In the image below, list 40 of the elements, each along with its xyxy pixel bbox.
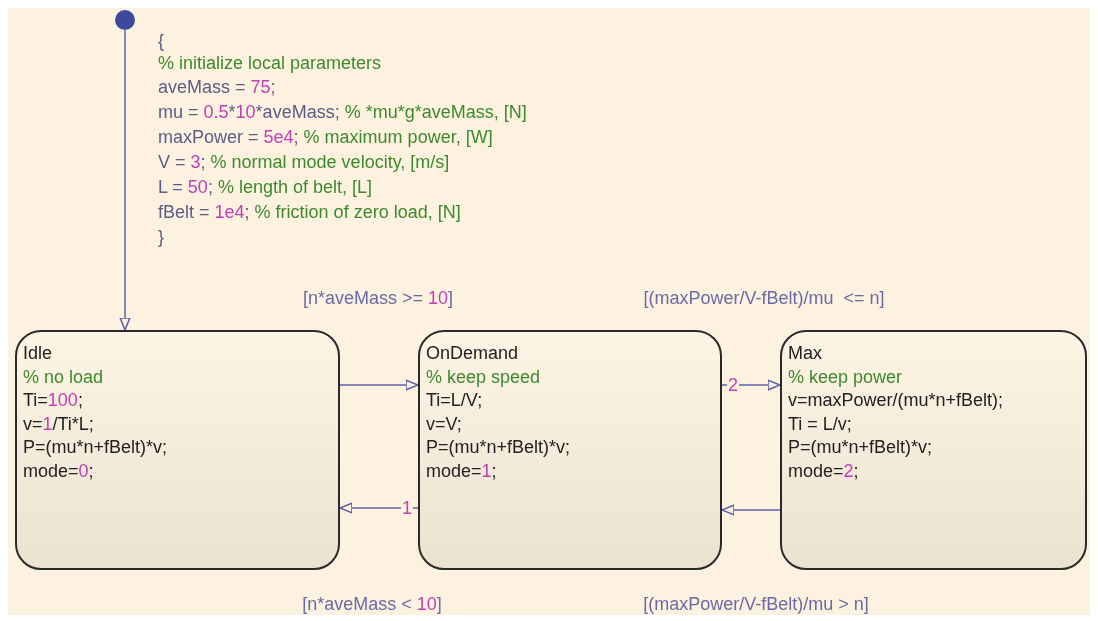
transition-arrow [721,504,781,516]
state-action: P=(mu*n+fBelt)*v; [23,436,169,459]
action-code-line: V = 3; % normal mode velocity, [m/s] [158,151,450,173]
action-code-line: fBelt = 1e4; % friction of zero load, [N] [158,201,461,223]
state-action: v=V; [426,412,463,436]
state-action: P=(mu*n+fBelt)*v; [426,436,572,459]
transition-condition: [n*aveMass >= 10] [302,287,454,309]
transition-arrow [339,502,419,514]
action-code-line: maxPower = 5e4; % maximum power, [W] [158,126,493,148]
state-action: mode=1; [426,459,498,483]
state-action: % keep power [788,365,904,389]
state-action: % no load [23,365,105,389]
transition-condition: [(maxPower/V-fBelt)/mu <= n] [643,287,885,309]
transition-arrow [339,379,419,391]
state-action: v=maxPower/(mu*n+fBelt); [788,389,1005,412]
state-name: Idle [23,342,54,365]
state-action: Ti=L/V; [426,389,484,412]
state-action: P=(mu*n+fBelt)*v; [788,436,934,459]
state-action: Ti = L/v; [788,412,853,436]
state-action: mode=0; [23,459,95,483]
transition-condition: [(maxPower/V-fBelt)/mu > n] [643,593,869,615]
action-code-line: mu = 0.5*10*aveMass; % *mu*g*aveMass, [N] [158,101,527,123]
state-box [780,330,1087,570]
transition-arrow [119,29,131,331]
transition-condition: [n*aveMass < 10] [302,593,442,615]
action-code-line: } [158,226,164,248]
action-code-line: % initialize local parameters [158,52,382,74]
state-box [418,330,722,570]
state-box [15,330,340,570]
state-action: mode=2; [788,459,860,483]
state-name: Max [788,342,823,365]
action-code-line: { [158,30,164,52]
initial-state-dot [115,10,135,30]
state-name: OnDemand [426,342,520,365]
state-action: Ti=100; [23,389,84,412]
state-action: v=1/Ti*L; [23,412,95,436]
transition-arrow [721,379,781,391]
state-action: % keep speed [426,365,542,389]
action-code-line: L = 50; % length of belt, [L] [158,176,372,198]
action-code-line: aveMass = 75; [158,76,276,98]
